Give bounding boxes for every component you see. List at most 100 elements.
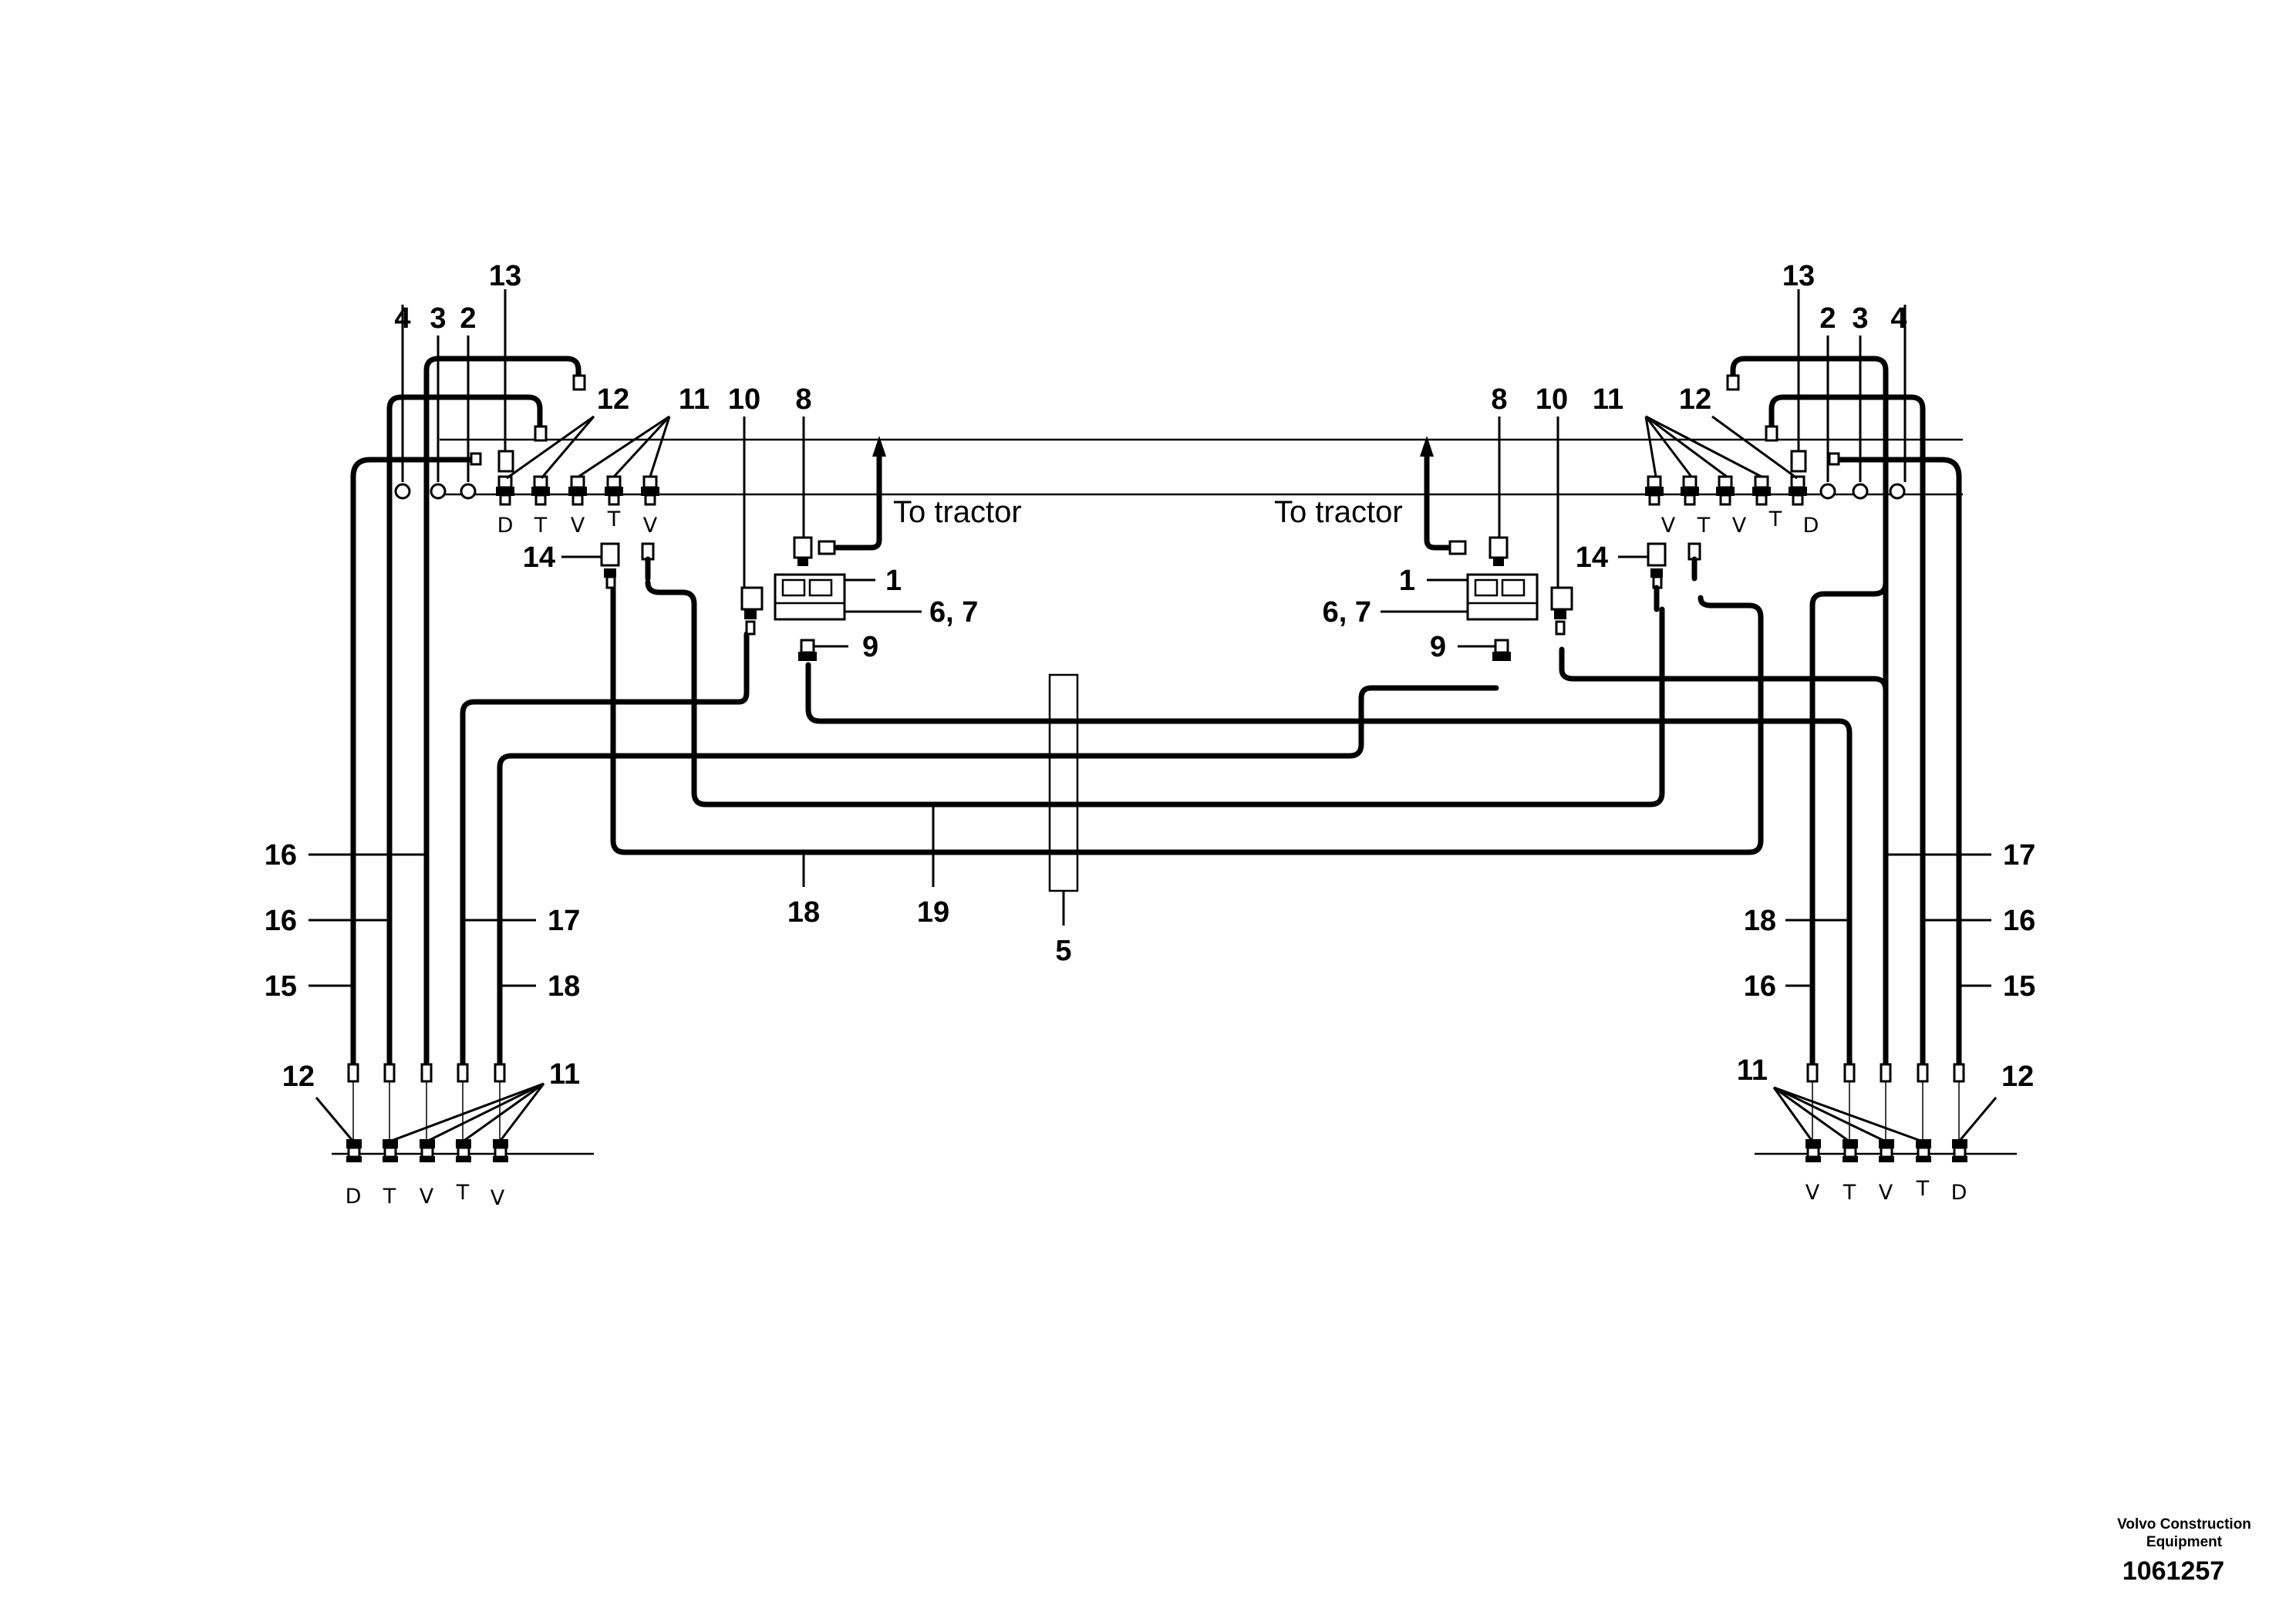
port-letter: V bbox=[1732, 514, 1747, 538]
hose-17-left bbox=[460, 631, 750, 1077]
port-letter: V bbox=[1805, 1181, 1820, 1205]
callout-8-right: 8 bbox=[1491, 383, 1507, 416]
valve-block-right bbox=[1448, 536, 1573, 661]
callout-4-right: 4 bbox=[1890, 302, 1907, 335]
fitting-9-left bbox=[800, 639, 815, 654]
bulkhead-fitting-icon bbox=[1645, 475, 1664, 506]
port-letter: V bbox=[420, 1185, 434, 1209]
port-letter: D bbox=[497, 514, 514, 538]
valve-8-right bbox=[1489, 536, 1509, 559]
port-letter: T bbox=[383, 1185, 396, 1209]
hose-10-right bbox=[1559, 646, 1889, 1077]
callout-16-right-b: 16 bbox=[1744, 970, 1776, 1003]
callout-11-right: 11 bbox=[1593, 383, 1623, 416]
arrow-up-icon bbox=[872, 436, 886, 457]
bulkhead-fitting-icon bbox=[1752, 475, 1771, 506]
hose-to-tractor-right bbox=[1424, 452, 1465, 551]
bulkhead-fitting-icon bbox=[605, 475, 623, 506]
port-letter: V bbox=[643, 514, 658, 538]
callout-11-bottom-right: 11 bbox=[1737, 1054, 1768, 1087]
hose-17-right bbox=[1730, 356, 1889, 1077]
drawing-number: 1061257 bbox=[2122, 1556, 2224, 1586]
callout-3-left: 3 bbox=[430, 302, 446, 335]
bulkhead-fitting-icon bbox=[1789, 475, 1807, 506]
tee-fitting-14-left bbox=[600, 542, 620, 567]
callout-15-right: 15 bbox=[2003, 970, 2035, 1003]
callout-18-left: 18 bbox=[548, 970, 580, 1003]
top-right-bulkhead-fittings bbox=[1645, 374, 1906, 612]
callout-17-right: 17 bbox=[2003, 839, 2035, 872]
hose-16-left-b bbox=[423, 356, 582, 1077]
callout-16-left-a: 16 bbox=[265, 839, 297, 872]
bulkhead-fitting-icon bbox=[496, 475, 514, 506]
bulkhead-fitting-icon bbox=[568, 475, 587, 506]
hose-18-main bbox=[610, 587, 1764, 855]
port-letter: T bbox=[1697, 514, 1711, 538]
callout-16-left-b: 16 bbox=[265, 905, 297, 937]
callout-11-left: 11 bbox=[679, 383, 710, 416]
port-letter: V bbox=[491, 1186, 505, 1210]
callout-13-left: 13 bbox=[489, 260, 521, 292]
callout-12-right: 12 bbox=[1679, 383, 1711, 416]
port-3-circle bbox=[430, 483, 447, 500]
hose-19-main bbox=[645, 579, 1665, 808]
port-3-circle bbox=[1852, 483, 1869, 500]
callout-67-left: 6, 7 bbox=[929, 596, 978, 629]
port-letter: V bbox=[571, 514, 585, 538]
callout-1-right: 1 bbox=[1399, 565, 1415, 597]
to-tractor-label-left: To tractor bbox=[893, 495, 1022, 529]
callout-17-left: 17 bbox=[548, 905, 580, 937]
hose-15-left bbox=[350, 457, 477, 1077]
port-letter: T bbox=[1916, 1177, 1930, 1201]
bottom-left-fittings bbox=[346, 1063, 508, 1162]
bulkhead-fitting-icon bbox=[1716, 475, 1735, 506]
bottom-hose-stubs bbox=[352, 1081, 1960, 1140]
callout-10-left: 10 bbox=[728, 383, 760, 416]
hose-16-right-b bbox=[1809, 398, 1889, 1077]
hose-18-left bbox=[497, 685, 1499, 1077]
port-4-circle bbox=[1889, 483, 1906, 500]
port-letter: D bbox=[1803, 514, 1819, 538]
callout-12-left: 12 bbox=[597, 383, 629, 416]
hose-16-right-a bbox=[1768, 394, 1926, 1077]
valve-block-left bbox=[740, 536, 846, 661]
port-letter: V bbox=[1879, 1181, 1893, 1205]
sensor-13-right bbox=[1790, 450, 1807, 473]
valve-10-right bbox=[1550, 586, 1573, 611]
port-letter: T bbox=[607, 508, 621, 531]
bulkhead-fitting-icon bbox=[641, 475, 659, 506]
bulkhead-fitting-icon bbox=[531, 475, 550, 506]
callout-18-right: 18 bbox=[1744, 905, 1776, 937]
callout-2-left: 2 bbox=[460, 302, 476, 335]
valve-10-left bbox=[740, 586, 764, 611]
callout-3-right: 3 bbox=[1852, 302, 1868, 335]
brand-line-2: Equipment bbox=[2146, 1534, 2223, 1550]
fitting-9-right bbox=[1494, 639, 1509, 654]
hose-to-tractor-left bbox=[834, 452, 882, 551]
callout-11-bottom-left: 11 bbox=[549, 1058, 580, 1091]
callout-14-right: 14 bbox=[1576, 541, 1608, 574]
callout-12-bottom-right: 12 bbox=[2001, 1061, 2034, 1093]
callout-18-middle: 18 bbox=[787, 896, 820, 929]
brand-line-1: Volvo Construction bbox=[2117, 1516, 2251, 1533]
port-letter: T bbox=[1768, 508, 1782, 531]
callout-1-left: 1 bbox=[885, 565, 902, 597]
port-letters: D T V T V V T V T D D T V T V V T V T D bbox=[346, 508, 1967, 1210]
port-letter: T bbox=[456, 1181, 470, 1205]
port-letter: D bbox=[346, 1185, 362, 1209]
callout-12-bottom-left: 12 bbox=[282, 1061, 315, 1093]
callout-10-right: 10 bbox=[1536, 383, 1568, 416]
callout-14-left: 14 bbox=[523, 541, 555, 574]
port-letter: D bbox=[1951, 1181, 1967, 1205]
port-letter: T bbox=[534, 514, 548, 538]
callout-8-left: 8 bbox=[795, 383, 811, 416]
callout-16-right-a: 16 bbox=[2003, 905, 2035, 937]
callout-9-right: 9 bbox=[1430, 631, 1446, 663]
callout-5: 5 bbox=[1055, 935, 1071, 967]
callout-9-left: 9 bbox=[862, 631, 878, 663]
port-2-circle bbox=[460, 483, 477, 500]
arrow-up-icon bbox=[1420, 436, 1434, 457]
hose-15-right bbox=[1832, 457, 1962, 1077]
callout-labels: 13 4 3 2 12 11 10 8 To tractor 14 1 6, 7… bbox=[265, 260, 2036, 1093]
